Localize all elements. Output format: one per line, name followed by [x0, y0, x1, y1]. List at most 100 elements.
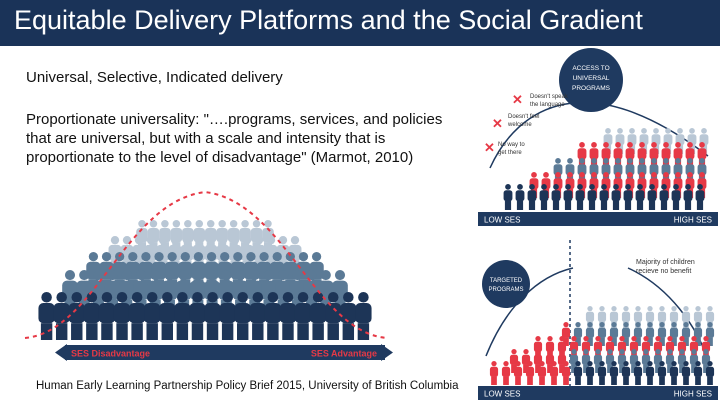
person-silhouette-icon [621, 361, 631, 385]
person-silhouette-icon [597, 322, 607, 346]
person-silhouette-icon [669, 361, 679, 385]
tr-ses-bar [478, 212, 718, 226]
person-silhouette-icon [587, 184, 597, 210]
person-silhouette-icon [575, 184, 585, 210]
person-silhouette-icon [589, 142, 599, 168]
ses-disadvantage-label: SES Disadvantage [71, 349, 150, 359]
majority-note-line1: Majority of children [636, 259, 695, 266]
badge-line-1: ACCESS TO [572, 65, 609, 72]
person-silhouette-icon [597, 361, 607, 385]
person-silhouette-icon [537, 361, 547, 385]
person-silhouette-icon [53, 292, 70, 340]
tr-population-people [503, 128, 709, 210]
bullet-delivery-types: Universal, Selective, Indicated delivery [26, 69, 283, 86]
person-silhouette-icon [635, 184, 645, 210]
person-silhouette-icon [645, 361, 655, 385]
person-silhouette-icon [501, 361, 511, 385]
ses-advantage-label: SES Advantage [311, 349, 377, 359]
person-silhouette-icon [659, 184, 669, 210]
person-silhouette-icon [355, 292, 372, 340]
barrier-transport-line1: No way to [498, 142, 525, 148]
person-silhouette-icon [609, 322, 619, 346]
person-silhouette-icon [669, 322, 679, 346]
person-silhouette-icon [683, 184, 693, 210]
person-silhouette-icon [611, 184, 621, 210]
person-silhouette-icon [189, 292, 206, 340]
person-silhouette-icon [294, 292, 312, 340]
person-silhouette-icon [144, 292, 161, 340]
person-silhouette-icon [219, 292, 236, 340]
person-silhouette-icon [561, 322, 571, 346]
person-silhouette-icon [633, 322, 643, 346]
person-silhouette-icon [695, 184, 705, 210]
barrier-language-line2: the language [530, 102, 565, 108]
barrier-language-line1: Doesn't speak [530, 94, 569, 100]
person-silhouette-icon [705, 322, 715, 346]
person-silhouette-icon [671, 184, 681, 210]
person-silhouette-icon [503, 184, 513, 210]
person-silhouette-icon [489, 361, 499, 385]
person-silhouette-icon [83, 292, 101, 340]
person-silhouette-icon [159, 292, 176, 340]
targeted-programs-badge [482, 260, 530, 308]
person-silhouette-icon [609, 361, 619, 385]
br-high-ses-label: HIGH SES [674, 390, 712, 399]
person-silhouette-icon [561, 361, 571, 385]
person-silhouette-icon [513, 361, 523, 385]
bullet-proportionate-universality: Proportionate universality: "….programs,… [26, 111, 443, 166]
person-silhouette-icon [621, 322, 631, 346]
left-population-figure: SES Disadvantage SES Advantage [24, 190, 393, 361]
person-silhouette-icon [249, 292, 266, 340]
person-silhouette-icon [599, 184, 609, 210]
person-silhouette-icon [647, 184, 657, 210]
x-mark-icon: ✕ [484, 140, 495, 155]
person-silhouette-icon [549, 361, 559, 385]
person-silhouette-icon [633, 361, 643, 385]
person-silhouette-icon [325, 292, 342, 340]
source-caption: Human Early Learning Partnership Policy … [34, 380, 461, 392]
x-mark-icon: ✕ [512, 92, 523, 107]
br-badge-line-2: PROGRAMS [488, 287, 523, 293]
person-silhouette-icon [309, 292, 327, 340]
br-badge-line-1: TARGETED [490, 278, 523, 284]
br-ses-bar [478, 386, 718, 400]
right-arrow-icon [381, 344, 393, 361]
x-mark-icon: ✕ [492, 116, 503, 131]
barrier-welcome-line2: welcome [507, 122, 532, 128]
person-silhouette-icon [681, 361, 691, 385]
tr-high-ses-label: HIGH SES [674, 216, 712, 225]
title-bar: Equitable Delivery Platforms and the Soc… [0, 0, 720, 46]
person-silhouette-icon [681, 322, 691, 346]
targeted-programs-figure: TARGETED PROGRAMS Majority of children r… [478, 240, 718, 400]
person-silhouette-icon [693, 322, 703, 346]
universal-programs-figure: ACCESS TO UNIVERSAL PROGRAMS ✕ Doesn't s… [478, 48, 718, 226]
person-silhouette-icon [573, 322, 583, 346]
left-arrow-icon [55, 344, 67, 361]
person-silhouette-icon [128, 292, 146, 340]
person-silhouette-icon [264, 292, 282, 340]
person-silhouette-icon [563, 184, 573, 210]
badge-line-2: UNIVERSAL [573, 75, 610, 82]
person-silhouette-icon [551, 184, 561, 210]
person-silhouette-icon [527, 184, 537, 210]
person-silhouette-icon [68, 292, 85, 340]
person-silhouette-icon [515, 184, 525, 210]
person-silhouette-icon [577, 142, 587, 168]
person-silhouette-icon [279, 292, 297, 340]
barrier-transport-line2: get there [498, 150, 522, 156]
person-silhouette-icon [705, 361, 715, 385]
barrier-welcome-line1: Doesn't feel [508, 114, 540, 120]
person-silhouette-icon [645, 322, 655, 346]
person-silhouette-icon [693, 361, 703, 385]
person-silhouette-icon [113, 292, 131, 340]
person-silhouette-icon [657, 361, 667, 385]
ses-gradient-bar [65, 345, 385, 360]
br-low-ses-label: LOW SES [484, 390, 520, 399]
person-silhouette-icon [525, 361, 535, 385]
person-silhouette-icon [623, 184, 633, 210]
person-silhouette-icon [174, 292, 191, 340]
tr-low-ses-label: LOW SES [484, 216, 520, 225]
barrier-welcome: ✕ Doesn't feel welcome [492, 114, 540, 131]
person-silhouette-icon [539, 184, 549, 210]
universal-programs-badge [559, 48, 623, 112]
